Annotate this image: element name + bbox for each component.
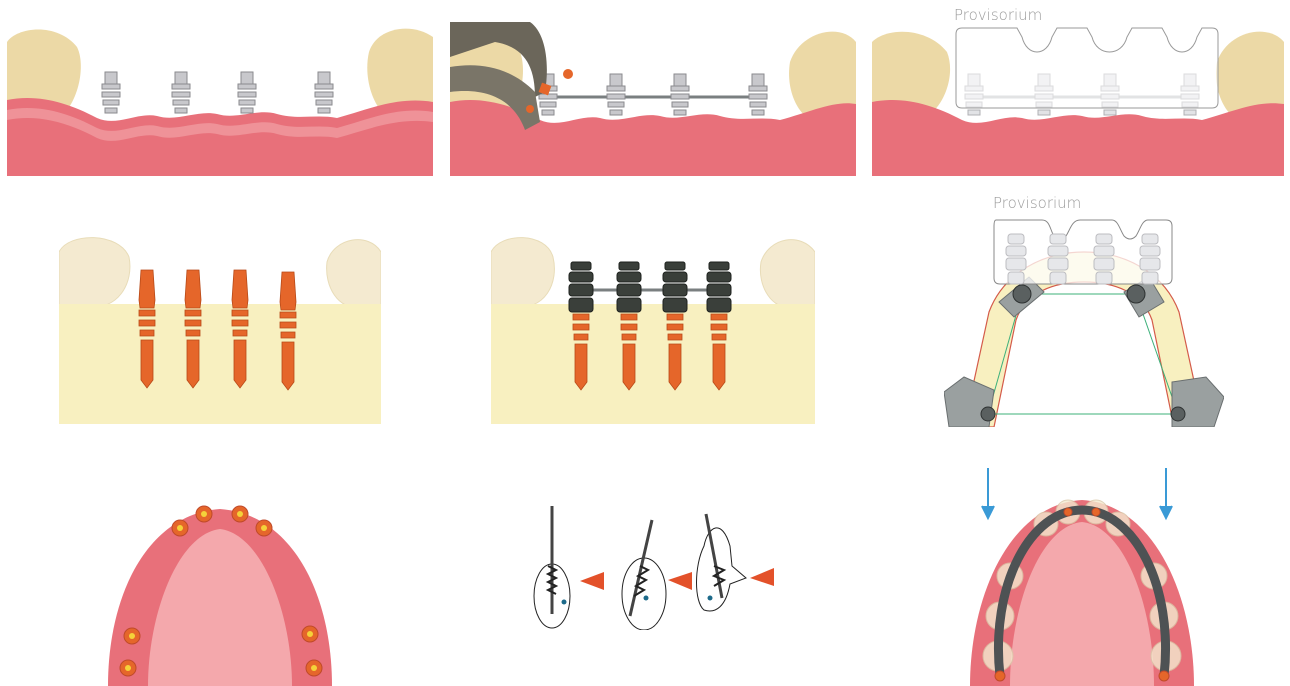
provisorium-label-top-visible: Provisorium — [954, 6, 1042, 24]
panel-provisorium-arch — [944, 192, 1224, 427]
panel-implants-in-bone — [59, 232, 381, 424]
arrow-down-icon — [1160, 468, 1172, 518]
panel-provisorium-top: Provisorium — [872, 22, 1284, 176]
provisorium-label-mid: Provisorium — [993, 194, 1081, 212]
provisorium-outline — [956, 28, 1218, 108]
red-pointer-icon — [668, 572, 692, 590]
angle-diagram-3 — [697, 514, 775, 611]
panel-instrument-placement — [450, 22, 856, 176]
panel-abutments-in-bone — [491, 232, 815, 424]
panel-upper-jaw-with-bridge — [970, 466, 1194, 686]
implant-group — [102, 72, 333, 113]
bone-block — [59, 304, 381, 424]
gum — [7, 98, 433, 176]
panel-implant-angles — [526, 506, 780, 630]
angle-diagram-1 — [534, 506, 604, 628]
red-pointer-icon — [580, 572, 604, 590]
panel-upper-jaw-occlusal — [108, 504, 332, 686]
angle-diagram-2 — [622, 520, 692, 630]
panel-implants-in-gum — [7, 22, 433, 176]
arrow-down-icon — [982, 468, 994, 518]
red-pointer-icon — [750, 568, 774, 586]
